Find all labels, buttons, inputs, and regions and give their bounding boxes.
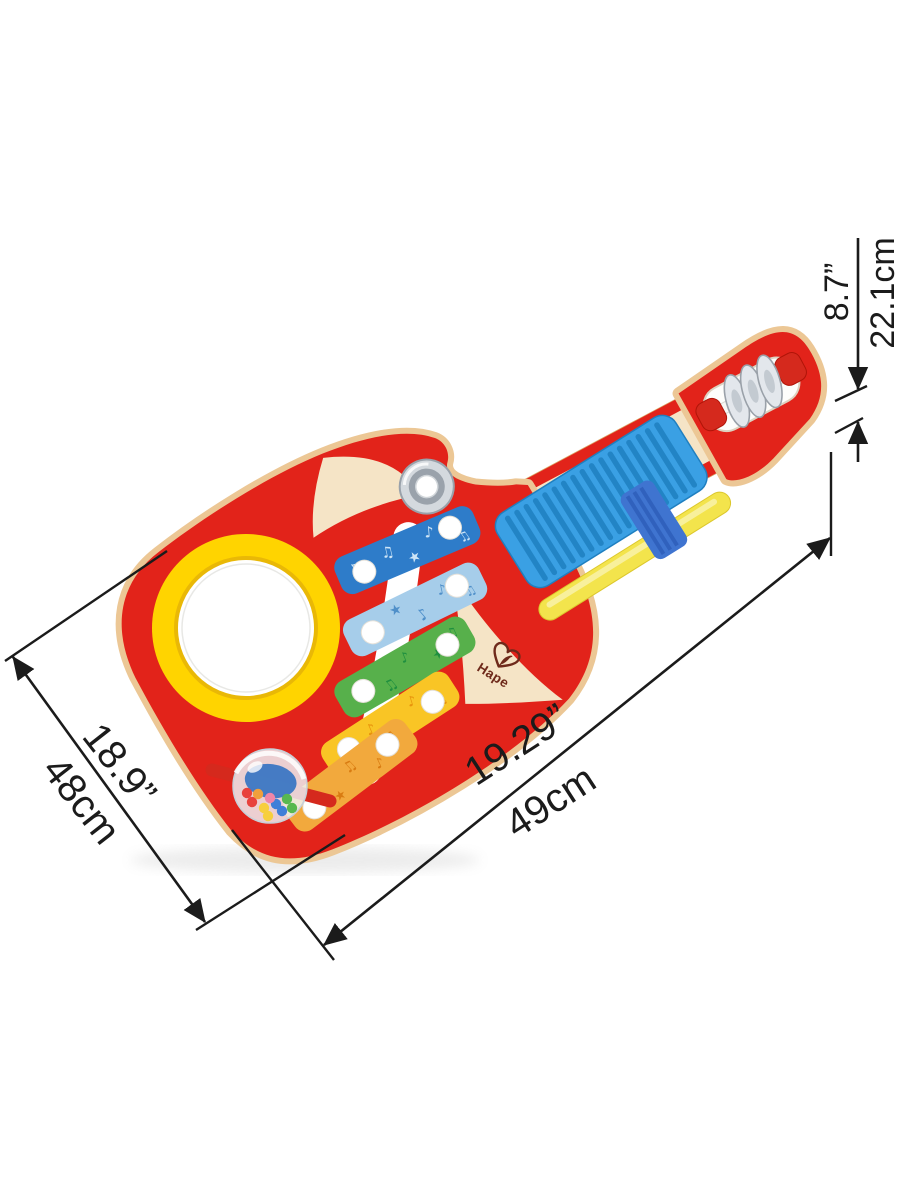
depth-cm-label: 22.1cm	[864, 237, 900, 349]
rattle	[205, 748, 337, 824]
music-note-icon: ♪	[423, 523, 434, 542]
extension-line	[231, 829, 335, 961]
extension-line	[834, 384, 868, 403]
axle-cap-left	[695, 397, 728, 432]
extension-line	[195, 833, 346, 932]
extension-line	[834, 416, 864, 435]
depth-inches-label: 8.7”	[818, 263, 856, 322]
extension-line	[4, 550, 168, 662]
dimension-line-length	[323, 536, 831, 947]
wood-inlay-top	[312, 456, 420, 538]
toy-guitar: ♪ ♫ ★ ♪ ♫ ♫ ★ ♪ ♪ ♫ ♪ ♫ ♪ ★ ♫	[115, 326, 828, 865]
guitar-headstock	[672, 326, 828, 487]
jingle-discs	[723, 354, 783, 428]
cymbal-pad	[398, 458, 455, 515]
dimension-line-width	[11, 656, 207, 923]
rattle-beads	[241, 787, 298, 822]
